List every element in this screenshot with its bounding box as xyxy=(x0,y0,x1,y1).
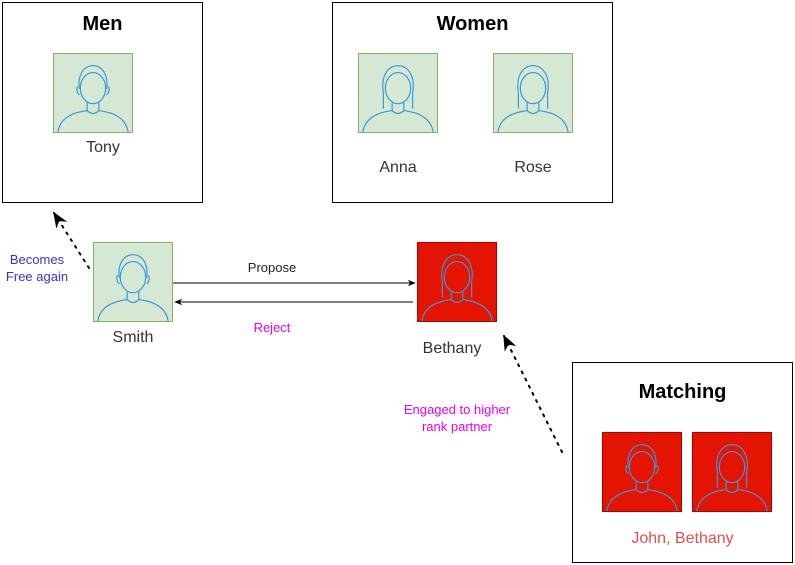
person-icon xyxy=(497,65,569,132)
person-icon xyxy=(362,65,434,132)
avatar-anna xyxy=(358,53,438,133)
person-icon xyxy=(606,444,678,511)
propose-label: Propose xyxy=(247,260,297,275)
engaged-edge xyxy=(503,334,563,453)
matching-group: Matching John, Bethany xyxy=(572,362,793,563)
label-anna: Anna xyxy=(379,159,417,176)
person-icon xyxy=(97,254,169,321)
avatar-bethany-match xyxy=(692,432,772,512)
becomes-free-label-line1: Becomes xyxy=(9,252,65,267)
label-matching-pair: John, Bethany xyxy=(631,530,734,547)
person-icon xyxy=(696,444,768,511)
avatar-john-match xyxy=(602,432,682,512)
matching-group-title: Matching xyxy=(638,381,727,403)
men-group-title: Men xyxy=(82,13,123,35)
avatar-bethany xyxy=(417,242,497,322)
becomes-free-edge xyxy=(53,211,90,269)
men-group: Men Tony xyxy=(2,2,203,203)
person-icon xyxy=(421,254,493,321)
label-tony: Tony xyxy=(86,139,120,156)
label-smith: Smith xyxy=(112,329,154,346)
becomes-free-label-line2: Free again xyxy=(5,269,69,284)
women-group-title: Women xyxy=(436,13,509,35)
avatar-rose xyxy=(493,53,573,133)
label-bethany: Bethany xyxy=(422,340,482,357)
avatar-tony xyxy=(53,53,133,133)
label-rose: Rose xyxy=(514,159,552,176)
engaged-label-line1: Engaged to higher xyxy=(403,402,511,417)
engaged-label-line2: rank partner xyxy=(421,419,493,434)
person-icon xyxy=(57,65,129,132)
avatar-smith xyxy=(93,242,173,322)
women-group: Women Anna Rose xyxy=(332,2,613,203)
reject-label: Reject xyxy=(253,320,291,335)
